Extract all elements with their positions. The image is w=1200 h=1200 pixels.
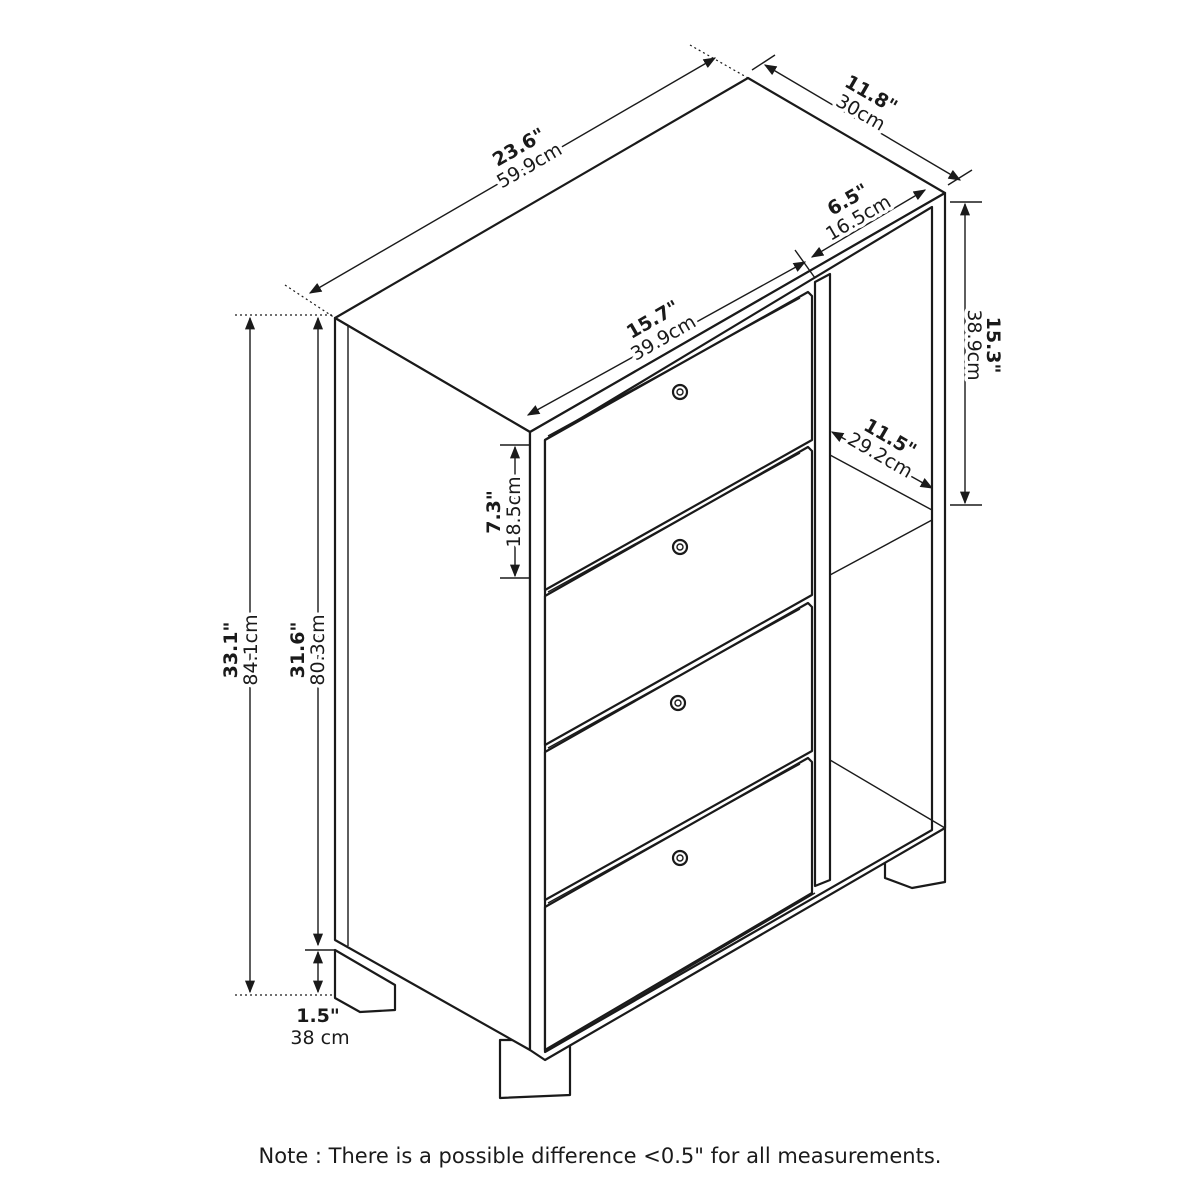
drawer-knob	[669, 694, 687, 712]
shelf-height-label: 15.3" 38.9cm	[960, 306, 1008, 384]
drawer-2	[543, 445, 814, 747]
drawer-knob	[671, 383, 689, 401]
width-label: 23.6" 59.9cm	[485, 120, 569, 196]
total-height-label: 33.1" 84.1cm	[217, 611, 266, 689]
depth-label: 11.8" 30cm	[828, 67, 904, 139]
drawer-4	[543, 756, 814, 1052]
leg-height-label: 1.5" 38 cm	[287, 1002, 353, 1053]
drawer-knob	[671, 538, 689, 556]
svg-text:31.6": 31.6"	[287, 622, 309, 679]
left-side-panel	[333, 316, 532, 1052]
drawer-3	[543, 601, 814, 902]
measurement-note: Note : There is a possible difference <0…	[259, 1144, 942, 1168]
svg-text:38.9cm: 38.9cm	[963, 309, 985, 380]
svg-text:80.3cm: 80.3cm	[307, 614, 329, 685]
svg-text:38 cm: 38 cm	[290, 1027, 349, 1049]
dimension-lines	[244, 57, 971, 994]
open-width-label: 6.5" 16.5cm	[819, 176, 899, 249]
svg-text:18.5cm: 18.5cm	[503, 476, 525, 547]
drawer-knob	[671, 849, 689, 867]
svg-text:84.1cm: 84.1cm	[240, 614, 262, 685]
body-height-label: 31.6" 80.3cm	[284, 611, 333, 689]
divider	[813, 272, 832, 888]
svg-text:1.5": 1.5"	[296, 1005, 340, 1027]
svg-text:7.3": 7.3"	[483, 490, 505, 534]
extension-lines	[235, 44, 982, 996]
drawer-height-label: 7.3" 18.5cm	[480, 473, 529, 551]
svg-text:33.1": 33.1"	[220, 622, 242, 679]
svg-text:15.3": 15.3"	[982, 317, 1004, 374]
